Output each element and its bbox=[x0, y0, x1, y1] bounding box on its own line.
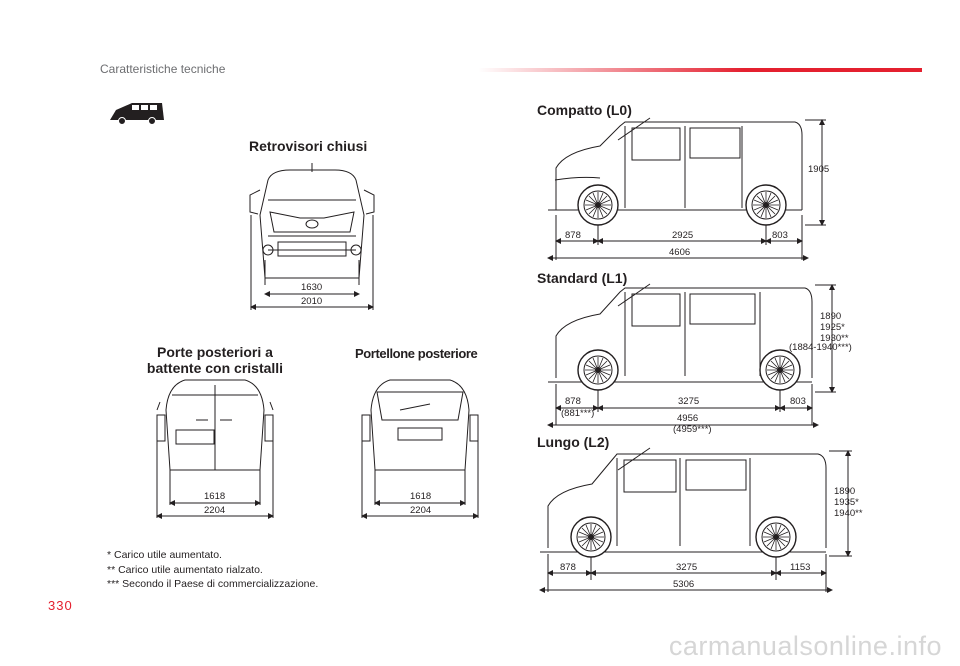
standard-rear-wheel bbox=[759, 349, 801, 391]
dim-standard-length: 4956 bbox=[677, 413, 699, 424]
heading-compact: Compatto (L0) bbox=[537, 102, 632, 118]
dim-standard-height-1: 1890 bbox=[820, 311, 842, 322]
long-rear-wheel bbox=[755, 516, 797, 558]
dim-standard-height-4: (1884-1940***) bbox=[789, 342, 852, 353]
dim-compact-wheelbase: 2925 bbox=[672, 230, 694, 241]
standard-front-wheel bbox=[577, 349, 619, 391]
dim-long-rear-overhang: 1153 bbox=[790, 562, 811, 573]
dim-tailgate-track: 1618 bbox=[410, 491, 432, 502]
dim-standard-wheelbase: 3275 bbox=[678, 396, 700, 407]
dim-standard-height-2: 1925* bbox=[820, 322, 845, 333]
dim-front-width: 2010 bbox=[301, 296, 323, 307]
footnote-3: *** Secondo il Paese di commercializzazi… bbox=[107, 578, 319, 590]
dim-long-height-1: 1890 bbox=[834, 486, 856, 497]
watermark: carmanualsonline.info bbox=[668, 631, 942, 661]
dim-standard-height-3: 1930** bbox=[820, 333, 849, 344]
dim-compact-height: 1905 bbox=[808, 164, 830, 175]
dim-long-front-overhang: 878 bbox=[560, 562, 576, 573]
heading-rear-doors-line1: Porte posteriori a bbox=[157, 344, 273, 360]
heading-rear-doors: Porte posteriori a battente con cristall… bbox=[130, 344, 300, 376]
footnote-2: ** Carico utile aumentato rialzato. bbox=[107, 563, 263, 576]
dim-rear-doors-width: 2204 bbox=[204, 505, 226, 516]
footnotes: * Carico utile aumentato. ** Carico util… bbox=[107, 548, 318, 592]
heading-long: Lungo (L2) bbox=[537, 434, 610, 450]
long-front-wheel bbox=[570, 516, 612, 558]
dim-long-wheelbase: 3275 bbox=[676, 562, 698, 573]
heading-standard: Standard (L1) bbox=[537, 270, 628, 286]
dim-long-height-3: 1940** bbox=[834, 508, 863, 519]
heading-tailgate: Portellone posteriore bbox=[355, 346, 478, 361]
footnote-1: * Carico utile aumentato. bbox=[107, 549, 222, 561]
header-accent-bar bbox=[478, 68, 922, 72]
compact-rear-wheel bbox=[745, 184, 787, 226]
dim-standard-rear-overhang: 803 bbox=[790, 396, 806, 407]
section-title: Caratteristiche tecniche bbox=[100, 62, 226, 76]
dim-rear-doors-track: 1618 bbox=[204, 491, 226, 502]
page-number: 330 bbox=[48, 598, 73, 613]
dim-compact-rear-overhang: 803 bbox=[772, 230, 788, 241]
dim-front-track: 1630 bbox=[301, 282, 323, 293]
dim-tailgate-width: 2204 bbox=[410, 505, 432, 516]
dim-long-height-2: 1935* bbox=[834, 497, 859, 508]
dim-standard-length-alt: (4959***) bbox=[673, 424, 712, 435]
dim-standard-front-overhang: 878 bbox=[565, 396, 581, 407]
dim-standard-heights: 1890 1925* 1930** bbox=[820, 311, 849, 344]
dim-compact-length: 4606 bbox=[669, 247, 691, 258]
dim-long-heights: 1890 1935* 1940** bbox=[834, 486, 863, 519]
heading-rear-doors-line2: battente con cristalli bbox=[146, 360, 284, 376]
dim-standard-front-overhang-alt: (881***) bbox=[561, 408, 595, 419]
heading-mirrors-folded: Retrovisori chiusi bbox=[249, 138, 368, 154]
compact-front-wheel bbox=[577, 184, 619, 226]
dim-compact-front-overhang: 878 bbox=[565, 230, 581, 241]
dim-long-length: 5306 bbox=[673, 579, 695, 590]
